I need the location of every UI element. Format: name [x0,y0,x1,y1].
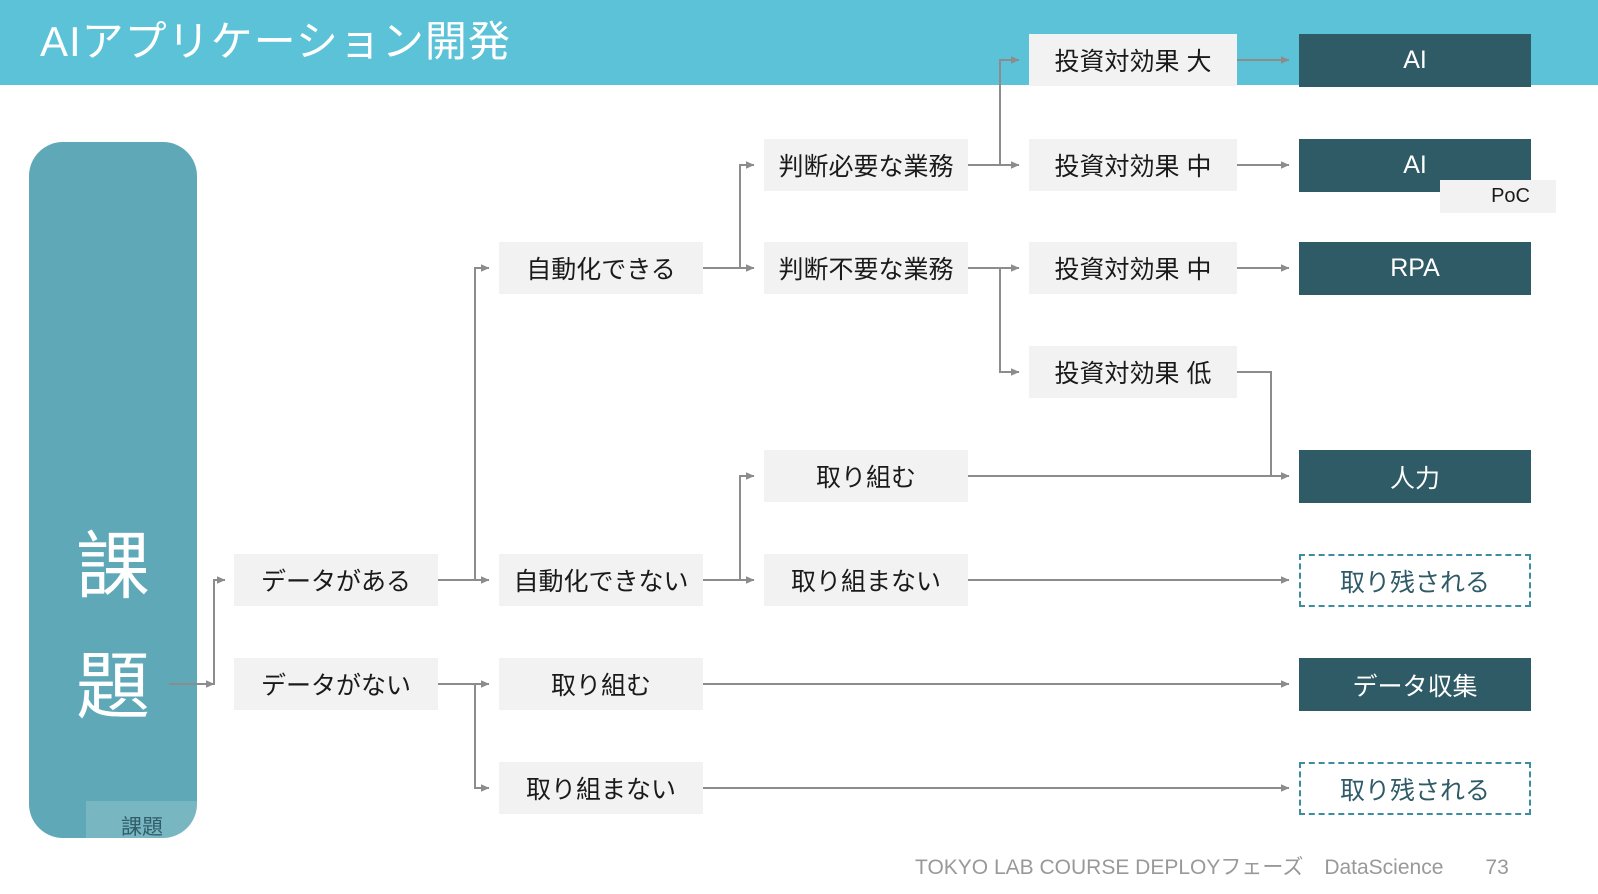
node-judgement-needed[interactable]: 判断必要な業務 [764,139,968,191]
root-char-bottom: 題 [76,645,150,728]
node-roi-low[interactable]: 投資対効果 低 [1029,346,1237,398]
node-judgement-not-needed[interactable]: 判断不要な業務 [764,242,968,294]
node-roi-large[interactable]: 投資対効果 大 [1029,34,1237,86]
node-engage-a[interactable]: 取り組む [764,450,968,502]
annotation-poc[interactable]: PoC [1440,180,1556,213]
page-title: AIアプリケーション開発 [40,18,511,65]
root-node-label: 課題 [86,801,198,851]
result-data-collection[interactable]: データ収集 [1299,658,1531,711]
node-not-engage-a[interactable]: 取り組まない [764,554,968,606]
node-roi-mid-b[interactable]: 投資対効果 中 [1029,242,1237,294]
result-rpa[interactable]: RPA [1299,242,1531,295]
result-manual[interactable]: 人力 [1299,450,1531,503]
root-panel: 課 題 課題 [29,142,198,851]
result-left-behind-1[interactable]: 取り残される [1299,554,1531,607]
node-has-data[interactable]: データがある [234,554,438,606]
node-no-data[interactable]: データがない [234,658,438,710]
node-roi-mid-a[interactable]: 投資対効果 中 [1029,139,1237,191]
node-not-automatable[interactable]: 自動化できない [499,554,703,606]
node-not-engage-b[interactable]: 取り組まない [499,762,703,814]
node-automatable[interactable]: 自動化できる [499,242,703,294]
node-engage-b[interactable]: 取り組む [499,658,703,710]
footer-text: TOKYO LAB COURSE DEPLOYフェーズ DataScience … [915,856,1509,879]
result-left-behind-2[interactable]: 取り残される [1299,762,1531,815]
root-char-top: 課 [76,525,150,608]
result-ai-1[interactable]: AI [1299,34,1531,87]
